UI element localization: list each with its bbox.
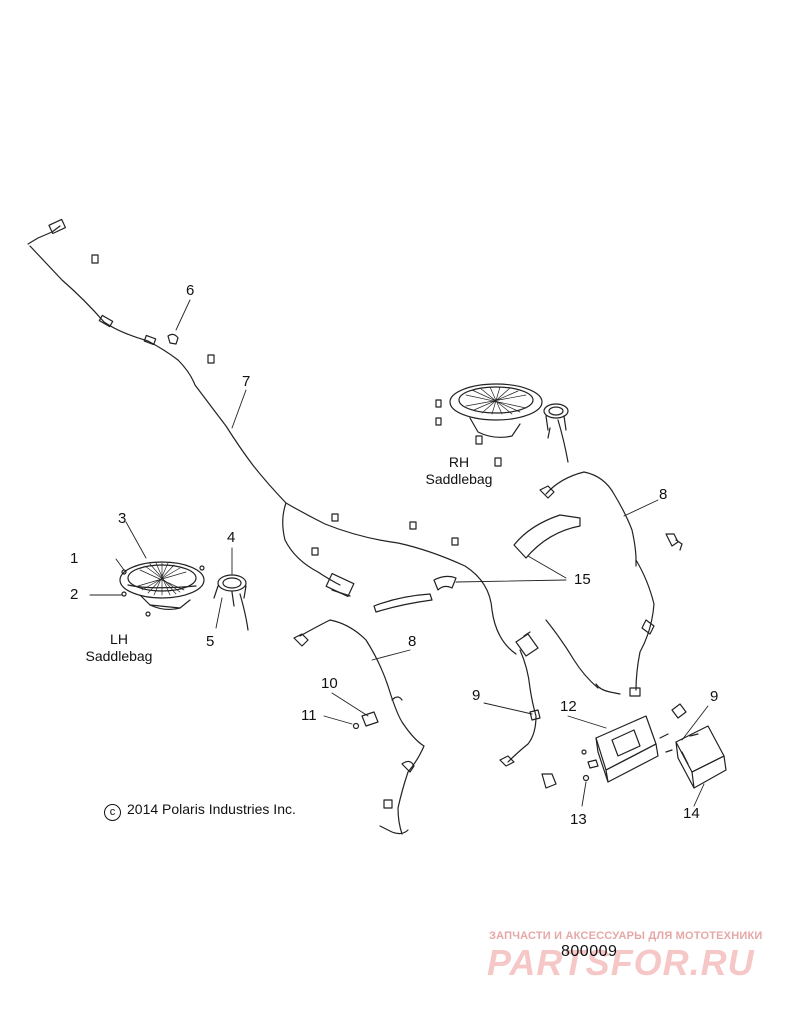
- rh-harness: [539, 471, 683, 697]
- callout-7: 7: [242, 373, 251, 390]
- copyright-notice: c 2014 Polaris Industries Inc.: [104, 801, 296, 821]
- callout-3: 3: [118, 510, 127, 527]
- rh-tweeter: [543, 403, 569, 463]
- callout-12: 12: [560, 698, 577, 715]
- callout-9-right: 9: [710, 688, 719, 705]
- rh-label-line2: Saddlebag: [425, 471, 493, 487]
- callout-14: 14: [683, 805, 700, 822]
- watermark-tagline: ЗАПЧАСТИ И АКСЕССУАРЫ ДЛЯ МОТОТЕХНИКИ: [489, 930, 763, 942]
- copyright-text: 2014 Polaris Industries Inc.: [127, 801, 296, 817]
- rh-speaker: [449, 383, 543, 438]
- bracket-15: [373, 514, 581, 613]
- antenna-harness: [27, 218, 517, 655]
- callout-1: 1: [70, 550, 79, 567]
- watermark-brand: PARTSFOR.RU: [487, 942, 755, 983]
- callout-6: 6: [186, 282, 195, 299]
- lh-saddlebag-label: LH Saddlebag: [74, 631, 164, 665]
- rh-saddlebag-label: RH Saddlebag: [414, 454, 504, 488]
- callout-9-left: 9: [472, 687, 481, 704]
- callout-4: 4: [227, 529, 236, 546]
- module-14: [665, 703, 727, 789]
- harness-9-left: [499, 619, 599, 767]
- fasteners: [91, 254, 502, 556]
- callout-8-lh: 8: [408, 633, 417, 650]
- lh-speaker: [119, 561, 205, 617]
- rh-label-line1: RH: [448, 454, 470, 470]
- callout-15: 15: [574, 571, 591, 588]
- callout-10: 10: [321, 675, 338, 692]
- leader-lines: [89, 299, 709, 807]
- callout-11: 11: [301, 707, 317, 724]
- callout-5: 5: [206, 633, 215, 650]
- lh-label-line1: LH: [110, 631, 128, 647]
- clip: [541, 773, 557, 789]
- callout-2: 2: [70, 586, 79, 603]
- lh-label-line2: Saddlebag: [85, 648, 153, 664]
- lh-tweeter: [213, 574, 249, 631]
- copyright-symbol: c: [104, 804, 121, 821]
- diagram-part-number: 800009: [561, 943, 618, 960]
- amplifier-12: [581, 715, 669, 783]
- callout-8-rh: 8: [659, 486, 668, 503]
- clip-10-11: [352, 711, 379, 730]
- lh-harness: [293, 619, 425, 835]
- callout-13: 13: [570, 811, 587, 828]
